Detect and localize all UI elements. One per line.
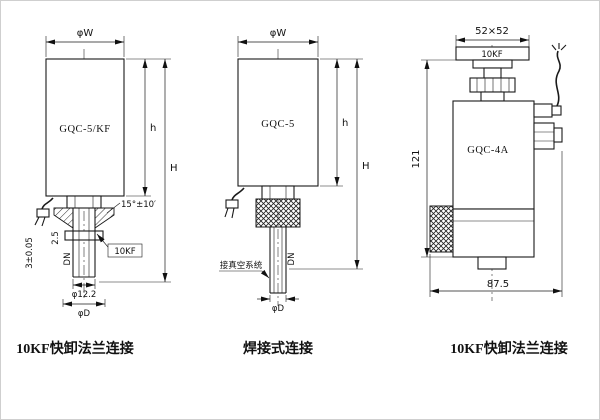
dim-label-phi-d: φD bbox=[78, 309, 91, 319]
kf-flange-assembly bbox=[53, 195, 115, 278]
dim-label-h: h bbox=[342, 118, 348, 129]
dim-square: 52×52 bbox=[455, 26, 530, 47]
vacuum-note-label: 接真空系统 bbox=[220, 260, 263, 271]
cable-gland bbox=[533, 43, 567, 118]
dim-phi-w: φW bbox=[237, 28, 319, 57]
model-label: GQC-5 bbox=[261, 119, 294, 130]
dim-phi-w: φW bbox=[45, 28, 125, 57]
dim-label-H: H bbox=[362, 161, 370, 172]
clamp-ring bbox=[64, 230, 104, 241]
figure-caption-left: 10KF快卸法兰连接 bbox=[16, 340, 133, 357]
callout-angle: 15°±10′ bbox=[106, 200, 156, 214]
dim-h-H: h H bbox=[289, 58, 370, 270]
hatched-flange-wing-right bbox=[94, 207, 115, 229]
dim-label-square: 52×52 bbox=[475, 26, 509, 37]
hatched-flange-wing-left bbox=[53, 207, 74, 229]
model-label: GQC-4A bbox=[467, 145, 509, 156]
dim-h-H: h H bbox=[99, 58, 178, 283]
dim-label-121: 121 bbox=[411, 149, 422, 168]
dim-label-h: h bbox=[150, 123, 156, 134]
knurled-nut bbox=[255, 198, 301, 228]
model-label: GQC-5/KF bbox=[59, 124, 110, 135]
callout-10kf: 10KF bbox=[96, 233, 143, 258]
figure-caption-right: 10KF快卸法兰连接 bbox=[450, 340, 567, 357]
dim-label-phi-d: φD bbox=[272, 304, 285, 314]
dim-label-phi12-2: φ12.2 bbox=[72, 290, 97, 300]
weld-stub-assembly bbox=[255, 185, 301, 294]
valve-body-right: GQC-4A bbox=[452, 100, 535, 210]
dim-phi12-2: φ12.2 bbox=[72, 279, 97, 300]
dim-label-phi-w: φW bbox=[270, 28, 287, 39]
dim-phi-d: φD bbox=[257, 295, 299, 314]
dim-label-H: H bbox=[170, 163, 178, 174]
cable-middle bbox=[224, 187, 245, 219]
cable-left bbox=[34, 197, 54, 227]
dim-phi-d: φD bbox=[62, 299, 106, 319]
dim-label-angle: 15°±10′ bbox=[121, 200, 156, 210]
valve-body-middle: GQC-5 bbox=[237, 58, 319, 187]
side-dimensions: 3±0.05 2.5 DN bbox=[25, 231, 73, 269]
dim-label-kf: 10KF bbox=[114, 247, 135, 257]
valve-body-left: GQC-5/KF bbox=[45, 58, 125, 197]
callout-vacuum: 接真空系统 bbox=[219, 260, 270, 279]
top-flange: 10KF bbox=[455, 46, 530, 102]
side-connector bbox=[533, 122, 563, 150]
bottom-port bbox=[477, 256, 507, 270]
figure-right: 52×52 10KF GQC-4A bbox=[411, 26, 568, 357]
figure-caption-middle: 焊接式连接 bbox=[243, 340, 313, 357]
dim-label-kf: 10KF bbox=[481, 50, 502, 60]
dim-label-87-5: 87.5 bbox=[487, 279, 509, 290]
dim-label-dn: DN bbox=[63, 253, 73, 266]
valve-base bbox=[452, 208, 535, 270]
figure-left: GQC-5/KF φW h H bbox=[16, 28, 177, 357]
dim-label-dn: DN bbox=[287, 253, 297, 266]
dim-87-5: 87.5 bbox=[429, 151, 563, 297]
dim-label-2-5: 2.5 bbox=[51, 231, 61, 245]
dim-label-phi-w: φW bbox=[77, 28, 94, 39]
knurled-knob bbox=[429, 205, 454, 253]
figure-middle: GQC-5 φW h H bbox=[219, 28, 370, 357]
dim-121: 121 bbox=[411, 59, 456, 258]
dim-label-3tol: 3±0.05 bbox=[25, 237, 35, 268]
